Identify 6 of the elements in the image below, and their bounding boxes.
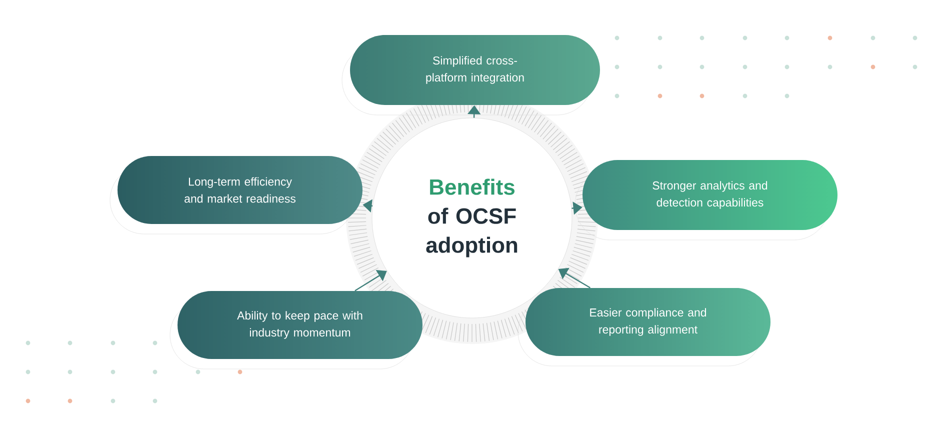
benefit-pill: Simplified cross-platform integration — [342, 35, 600, 116]
benefit-pill: Long-term efficiency and market readiness — [110, 156, 362, 234]
benefit-pill: Ability to keep pace with industry momentum — [170, 291, 422, 370]
benefit-pill: Stronger analytics and detection capabilities — [574, 160, 838, 240]
benefit-pill: Easier compliance and reporting alignment — [518, 288, 770, 366]
arrow — [354, 270, 387, 292]
